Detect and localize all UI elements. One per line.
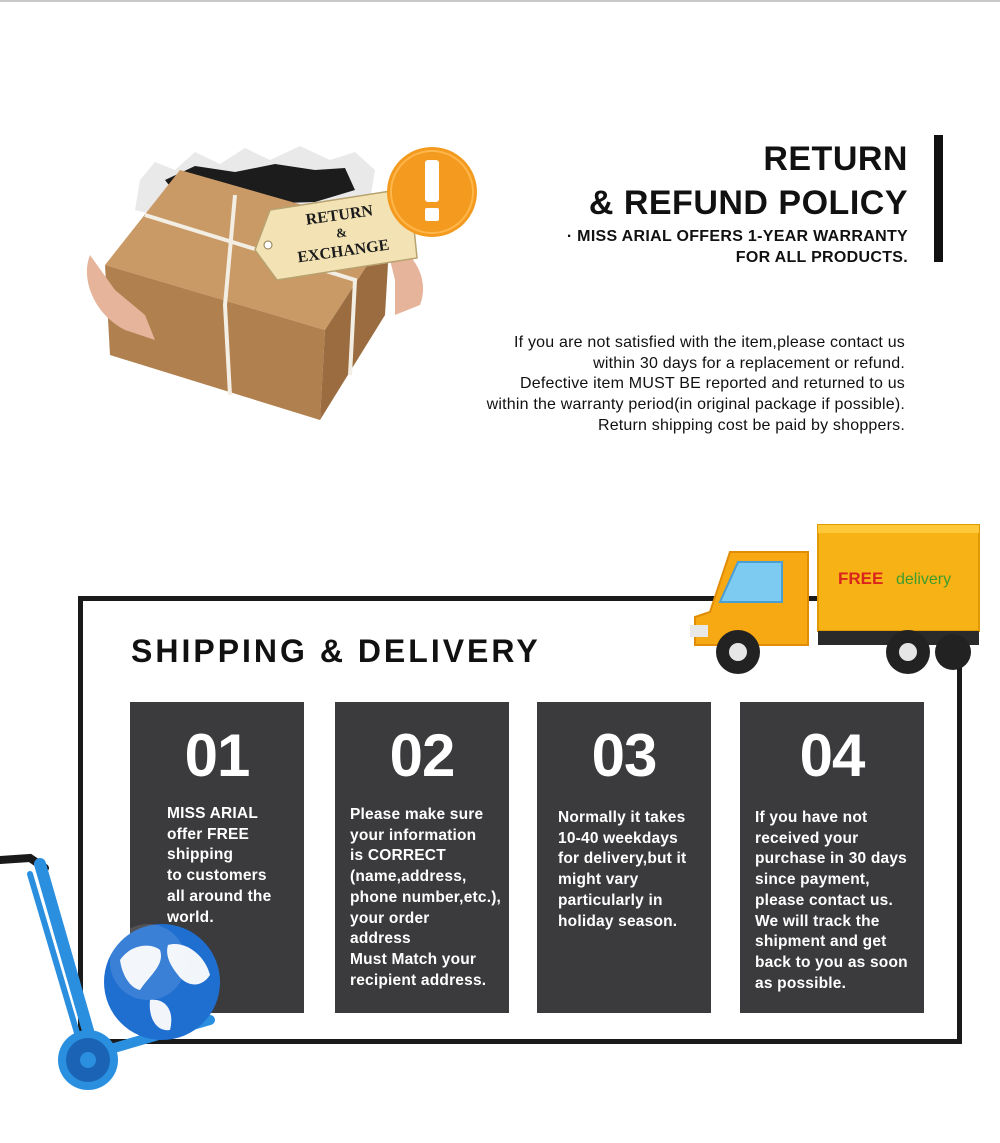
card-line: holiday season. [558, 912, 678, 930]
hand-truck [0, 853, 215, 1090]
card-line: 10-40 weekdays [558, 829, 678, 847]
shipping-card-02: 02 Please make sure your information is … [335, 702, 509, 1013]
title-accent-bar [934, 135, 943, 262]
policy-title-line-2: & REFUND POLICY [588, 184, 908, 222]
card-line: (name,address, [350, 868, 467, 886]
card-line: MISS ARIAL [167, 805, 258, 822]
card-line: shipment and get [755, 933, 887, 951]
truck-sign-delivery: delivery [896, 571, 951, 588]
card-line: your order [350, 909, 430, 927]
card-line: your information [350, 826, 477, 844]
warranty-line-2: FOR ALL PRODUCTS. [735, 249, 908, 266]
card-text: If you have not received your purchase i… [755, 808, 908, 994]
shipping-card-04: 04 If you have not received your purchas… [740, 702, 924, 1013]
card-number: 04 [799, 722, 866, 789]
card-line: received your [755, 829, 859, 847]
card-text: Normally it takes 10-40 weekdays for del… [558, 808, 686, 932]
card-line: back to you as soon [755, 953, 908, 971]
shipping-title: SHIPPING & DELIVERY [131, 633, 541, 669]
policy-body-line: within 30 days for a replacement or refu… [593, 354, 905, 372]
truck-sign-free: FREE [838, 569, 883, 588]
policy-body-text: If you are not satisfied with the item,p… [487, 333, 905, 437]
card-line: please contact us. [755, 891, 893, 909]
card-line: phone number,etc.), [350, 888, 502, 906]
card-line: offer FREE [167, 825, 250, 843]
card-line: since payment, [755, 871, 870, 889]
delivery-truck: FREE delivery [690, 524, 980, 674]
exclamation-alert-icon [387, 147, 477, 237]
card-number: 01 [184, 722, 251, 789]
card-line: shipping [167, 846, 234, 864]
tag-line-and: & [335, 224, 348, 240]
card-line: world. [167, 908, 214, 926]
globe-icon [104, 924, 220, 1040]
warranty-line-1: · MISS ARIAL OFFERS 1-YEAR WARRANTY [566, 228, 908, 245]
top-divider [0, 0, 1000, 2]
policy-title: RETURN & REFUND POLICY [589, 137, 908, 225]
card-text: MISS ARIAL offer FREE shipping to custom… [167, 804, 271, 928]
warranty-note: · MISS ARIAL OFFERS 1-YEAR WARRANTY FOR … [567, 226, 908, 268]
return-exchange-tag: RETURN & EXCHANGE [254, 187, 418, 281]
card-line: to customers [167, 867, 267, 885]
card-number: 02 [389, 722, 456, 789]
return-parcel-illustration: RETURN & EXCHANGE [86, 146, 477, 420]
card-line: might vary [558, 871, 639, 889]
card-line: particularly in [558, 891, 663, 909]
policy-body-line: Return shipping cost be paid by shoppers… [597, 416, 905, 434]
card-line: all around the [167, 887, 272, 905]
card-line: Must Match your [350, 950, 477, 968]
shipping-card-03: 03 Normally it takes 10-40 weekdays for … [537, 702, 711, 1013]
policy-title-line-1: RETURN [763, 140, 908, 178]
card-line: Normally it takes [558, 809, 686, 826]
policy-body-line: If you are not satisfied with the item,p… [514, 334, 905, 351]
shipping-frame [78, 596, 962, 1044]
card-line: for delivery,but it [558, 850, 687, 868]
card-line: as possible. [755, 974, 847, 992]
card-line: purchase in 30 days [755, 850, 907, 868]
policy-body-line: within the warranty period(in original p… [486, 396, 905, 414]
card-text: Please make sure your information is COR… [350, 805, 501, 991]
card-line: is CORRECT [350, 847, 446, 865]
card-number: 03 [591, 722, 658, 789]
card-line: recipient address. [350, 971, 487, 989]
card-line: Please make sure [350, 806, 484, 823]
card-line: address [350, 930, 411, 948]
hand-truck-globe-illustration [0, 853, 220, 1090]
policy-body-line: Defective item MUST BE reported and retu… [520, 375, 905, 393]
card-line: If you have not [755, 809, 868, 826]
card-line: We will track the [755, 912, 880, 930]
